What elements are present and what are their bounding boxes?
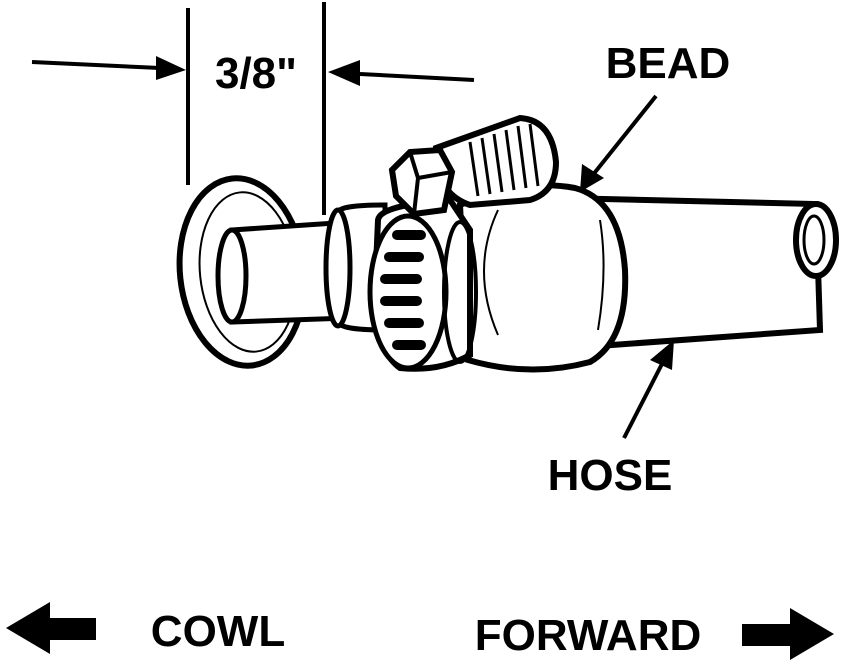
dimension-arrow-left <box>31 56 186 80</box>
clamp-screw-housing <box>433 114 560 209</box>
hose-clamp-band <box>367 196 478 372</box>
hose-label: HOSE <box>548 451 673 500</box>
hose-leader-arrow <box>622 340 674 439</box>
bead-leader-arrow <box>580 94 658 192</box>
forward-label: FORWARD <box>475 611 702 660</box>
arrow-left-icon <box>6 602 96 654</box>
bead-label: BEAD <box>606 39 731 88</box>
arrow-right-icon <box>742 608 834 660</box>
clamp-screw-head <box>388 146 456 218</box>
dimension-label: 3/8" <box>215 49 297 98</box>
hose-bead <box>456 182 629 373</box>
dimension-arrow-right <box>328 60 475 86</box>
cowl-label: COWL <box>151 607 285 656</box>
dimension-lines <box>186 2 326 215</box>
